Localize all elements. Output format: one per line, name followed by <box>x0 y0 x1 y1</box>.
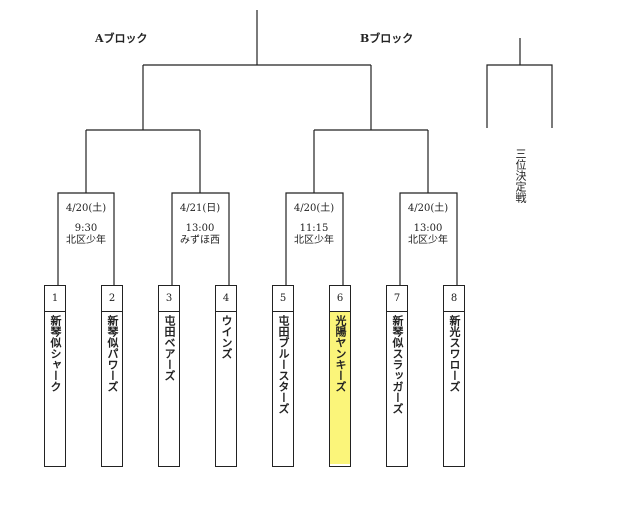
team-name: ウインズ <box>220 315 233 359</box>
team-number: 1 <box>45 286 65 312</box>
match-time: 13:00 <box>413 223 443 234</box>
team-number: 4 <box>216 286 236 312</box>
team-number: 5 <box>273 286 293 312</box>
block-a-label: Aブロック <box>95 32 148 45</box>
team-name: 新琴似シャーク <box>49 315 62 392</box>
team-number: 7 <box>387 286 407 312</box>
match-date: 4/20(土) <box>293 203 335 214</box>
team-box: 3 屯田ベアーズ <box>158 285 180 467</box>
team-box: 5 屯田ブルースターズ <box>272 285 294 467</box>
team-box: 2 新琴似パワーズ <box>101 285 123 467</box>
match-time: 11:15 <box>299 223 329 234</box>
match-time: 13:00 <box>185 223 215 234</box>
match-venue: 北区少年 <box>294 235 334 246</box>
team-number: 6 <box>330 286 350 312</box>
team-name: 屯田ベアーズ <box>163 315 176 381</box>
match-date: 4/21(日) <box>179 203 221 214</box>
team-number: 2 <box>102 286 122 312</box>
team-box: 7 新琴似スラッガーズ <box>386 285 408 467</box>
match-venue: みずほ西 <box>180 235 220 246</box>
match-date: 4/20(土) <box>65 203 107 214</box>
match-date: 4/20(土) <box>407 203 449 214</box>
team-name: 新光スワローズ <box>448 315 461 392</box>
team-box: 1 新琴似シャーク <box>44 285 66 467</box>
team-name: 新琴似パワーズ <box>106 315 119 392</box>
team-box: 8 新光スワローズ <box>443 285 465 467</box>
team-number: 8 <box>444 286 464 312</box>
block-b-label: Bブロック <box>360 32 414 45</box>
team-number: 3 <box>159 286 179 312</box>
third-place-label: 三位決定戦 <box>514 148 527 203</box>
match-venue: 北区少年 <box>408 235 448 246</box>
team-box: 4 ウインズ <box>215 285 237 467</box>
team-name: 新琴似スラッガーズ <box>391 315 404 414</box>
match-time: 9:30 <box>74 223 98 234</box>
team-name: 光陽ヤンキーズ <box>330 312 350 464</box>
match-venue: 北区少年 <box>66 235 106 246</box>
team-name: 屯田ブルースターズ <box>277 315 290 414</box>
